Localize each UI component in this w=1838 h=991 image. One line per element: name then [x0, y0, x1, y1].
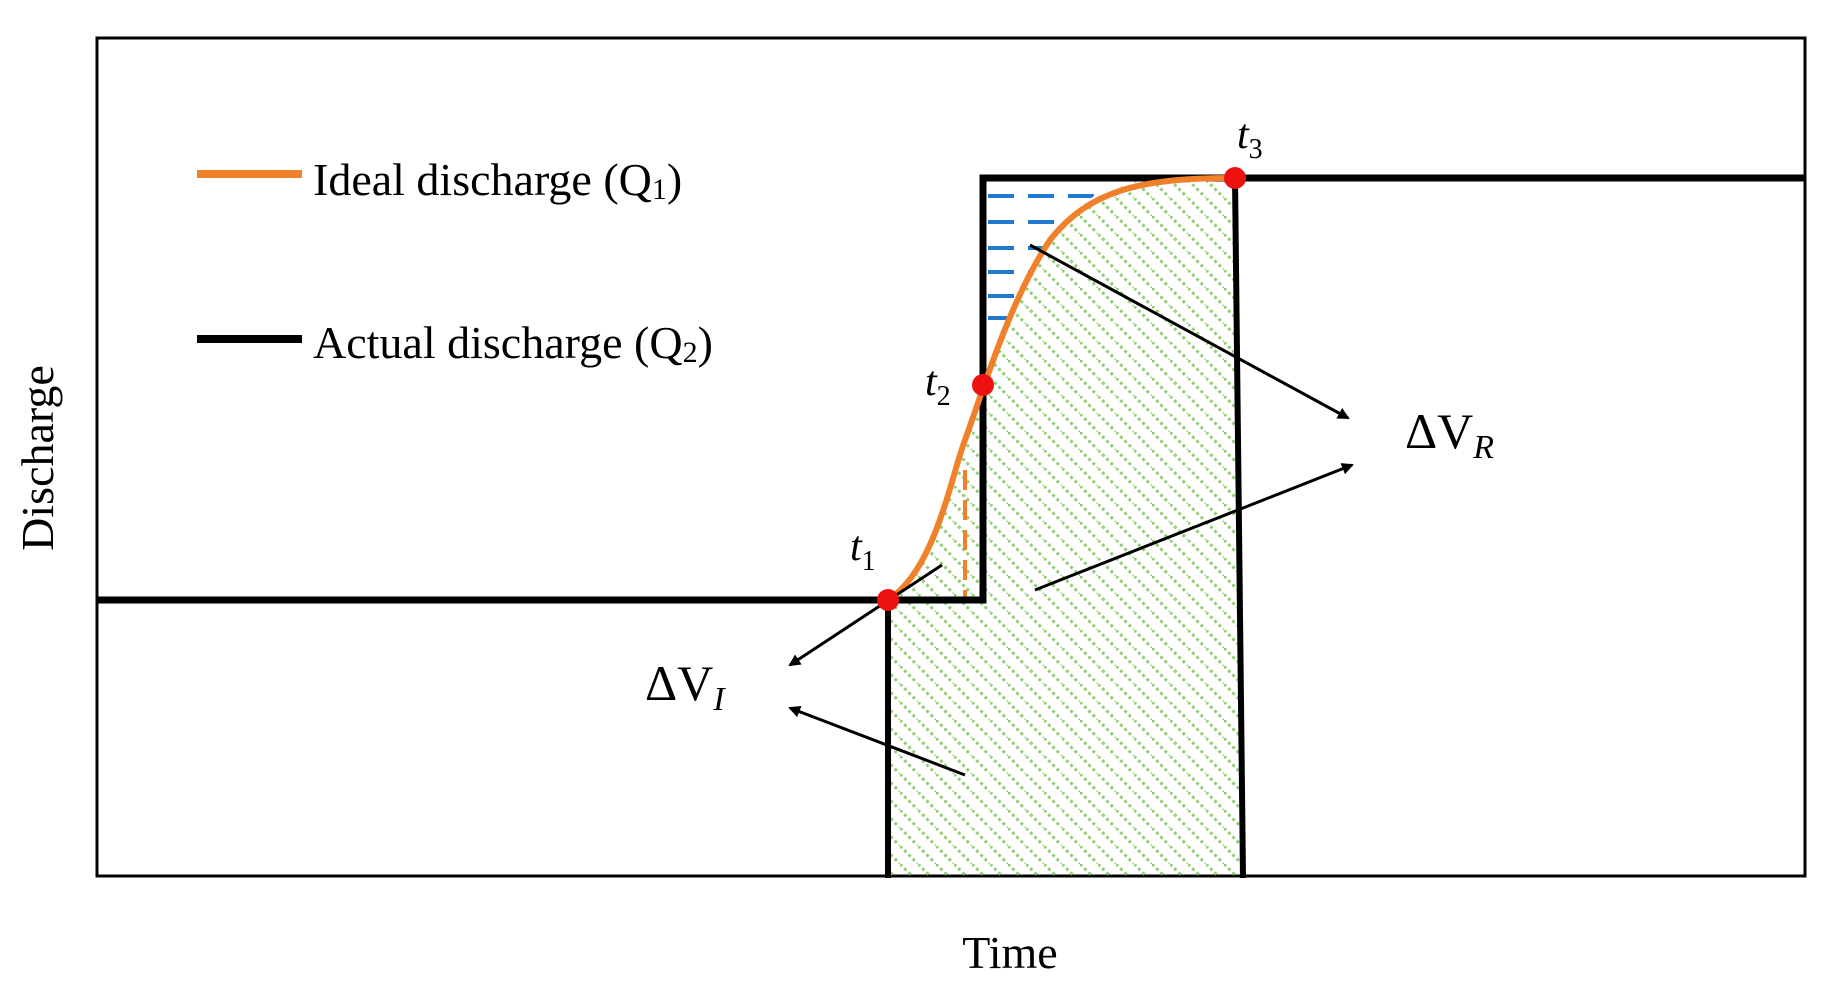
legend-actual-label: Actual discharge (Q2) — [313, 317, 713, 369]
legend: Ideal discharge (Q1) Actual discharge (Q… — [197, 154, 713, 369]
x-axis-title: Time — [962, 927, 1057, 978]
label-t2: t2 — [925, 359, 951, 412]
arrow-to-dv-r-lower — [1034, 463, 1354, 592]
marker-t3 — [1224, 167, 1246, 189]
label-dv-r: ΔVR — [1405, 403, 1494, 466]
y-axis-title: Discharge — [12, 365, 63, 551]
arrow-to-dv-r-upper — [1029, 243, 1350, 420]
legend-ideal-label: Ideal discharge (Q1) — [313, 154, 682, 206]
label-t1: t1 — [850, 524, 876, 577]
hatched-volume-region — [888, 178, 1243, 876]
label-dv-i: ΔVI — [645, 655, 726, 718]
ideal-discharge-curve — [886, 175, 1236, 603]
marker-t1 — [877, 589, 899, 611]
arrow-to-dv-i-lower — [788, 705, 966, 777]
right-vertical-bound — [1232, 177, 1246, 879]
marker-t2 — [972, 374, 994, 396]
arrow-to-dv-i-upper — [788, 563, 943, 667]
label-t3: t3 — [1237, 112, 1263, 165]
